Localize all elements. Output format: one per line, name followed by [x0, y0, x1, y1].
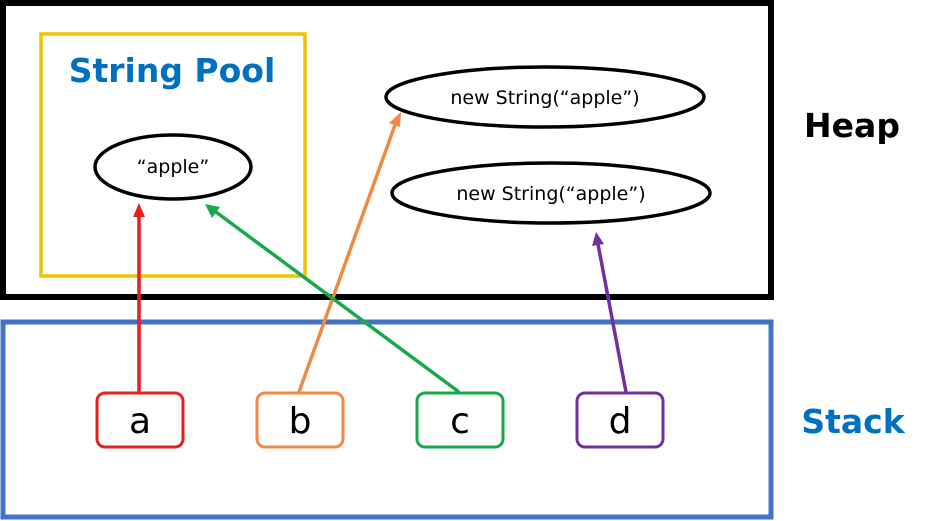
- heap-object-2-label: new String(“apple”): [456, 183, 645, 205]
- variable-d: d: [575, 391, 665, 449]
- variable-a-label: a: [129, 401, 151, 442]
- arrow-c: [214, 210, 461, 394]
- string-pool-box: [39, 32, 307, 278]
- heap-object-1-label: new String(“apple”): [450, 87, 639, 109]
- stack-region: [0, 319, 774, 520]
- variable-b-label: b: [289, 401, 312, 442]
- heap-label: Heap: [804, 106, 900, 145]
- variable-d-label: d: [609, 401, 632, 442]
- reference-arrows: [133, 112, 628, 394]
- variable-a: a: [95, 391, 185, 449]
- arrow-b-head: [389, 112, 401, 127]
- variable-c: c: [415, 391, 505, 449]
- variable-d-box: [575, 391, 665, 449]
- arrow-d-head: [592, 232, 604, 246]
- arrow-b: [297, 124, 397, 393]
- stack-label: Stack: [801, 402, 905, 441]
- arrow-d: [596, 243, 628, 393]
- variable-c-box: [415, 391, 505, 449]
- heap-object-1: [384, 65, 706, 129]
- string-pool-literal-label: “apple”: [137, 156, 209, 178]
- arrow-a-head: [133, 203, 145, 217]
- heap-object-2: [390, 161, 712, 225]
- variable-c-label: c: [450, 401, 470, 442]
- variable-a-box: [95, 391, 185, 449]
- variable-b-box: [255, 391, 345, 449]
- string-pool-literal: [93, 133, 253, 201]
- arrow-c-head: [205, 204, 220, 218]
- heap-region: [0, 0, 774, 300]
- string-pool-title: String Pool: [69, 51, 276, 90]
- variable-b: b: [255, 391, 345, 449]
